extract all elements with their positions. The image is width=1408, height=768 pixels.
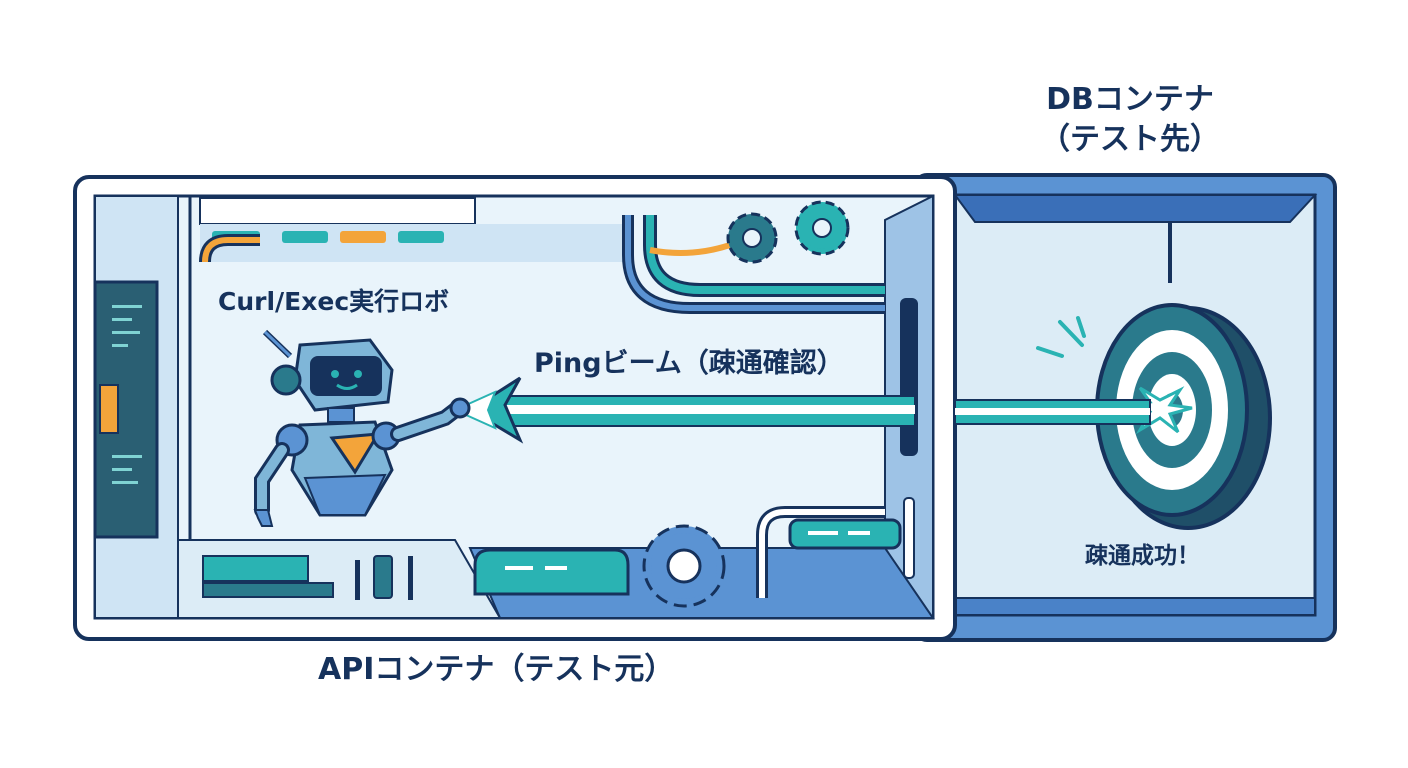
db-container-title: DBコンテナ （テスト先） [1020,80,1240,160]
success-label: 疎通成功！ [1085,543,1200,569]
terminal-icon [93,280,159,539]
robot-icon [253,329,471,527]
target-icon [1036,303,1272,530]
robot-label: Curl/Exec実行ロボ [218,287,450,316]
db-container-title-line2: （テスト先） [1040,122,1220,157]
db-container-title-line1: DBコンテナ [1046,82,1214,117]
gear-icon [726,200,850,264]
floor-console [202,548,630,600]
api-container-title: APIコンテナ（テスト元） [318,652,675,687]
beam-label: Pingビーム（疎通確認） [534,348,844,379]
pipe-icon [199,215,902,598]
ping-beam [452,376,1151,444]
gear-icon [642,524,726,608]
